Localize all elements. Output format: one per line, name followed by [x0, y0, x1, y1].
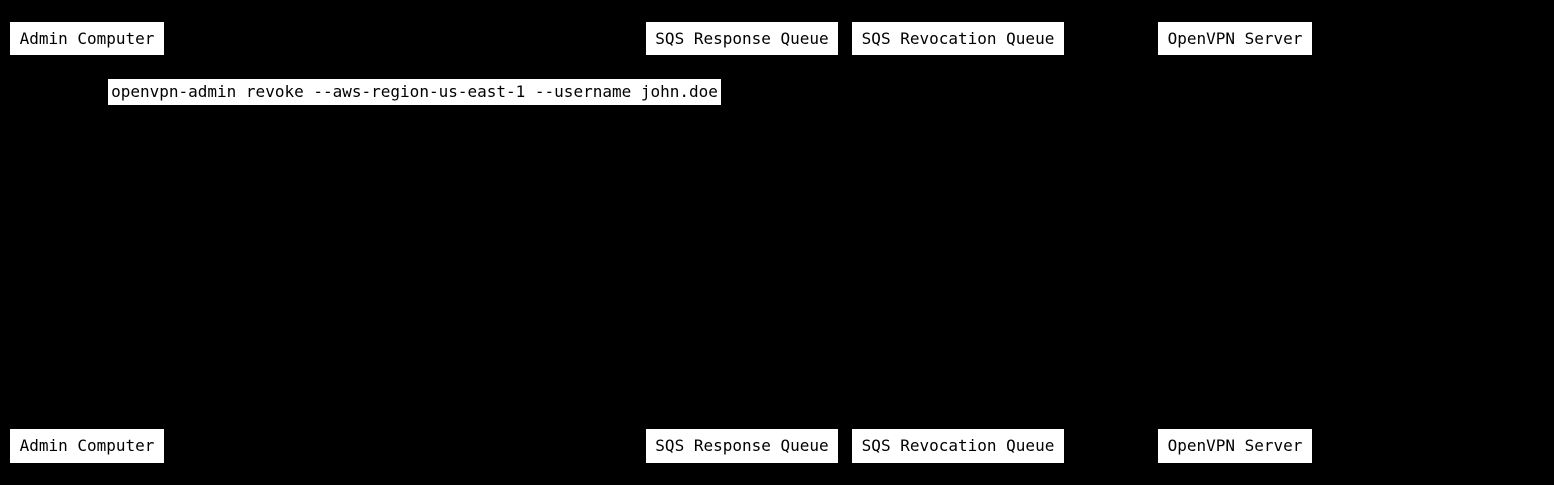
actor-top-admin-computer: Admin Computer	[10, 22, 164, 55]
lifeline-sqs-response-queue	[741, 55, 742, 429]
actor-top-sqs-revocation-queue: SQS Revocation Queue	[852, 22, 1064, 55]
lifeline-sqs-revocation-queue	[958, 55, 959, 429]
lifeline-openvpn-server	[1235, 55, 1236, 429]
message-label-revoke-command: openvpn-admin revoke --aws-region-us-eas…	[108, 79, 721, 105]
actor-bottom-openvpn-server: OpenVPN Server	[1158, 429, 1312, 463]
actor-bottom-sqs-response-queue: SQS Response Queue	[646, 429, 838, 463]
lifeline-admin-computer	[87, 55, 88, 429]
actor-top-openvpn-server: OpenVPN Server	[1158, 22, 1312, 55]
actor-bottom-sqs-revocation-queue: SQS Revocation Queue	[852, 429, 1064, 463]
actor-top-sqs-response-queue: SQS Response Queue	[646, 22, 838, 55]
actor-bottom-admin-computer: Admin Computer	[10, 429, 164, 463]
